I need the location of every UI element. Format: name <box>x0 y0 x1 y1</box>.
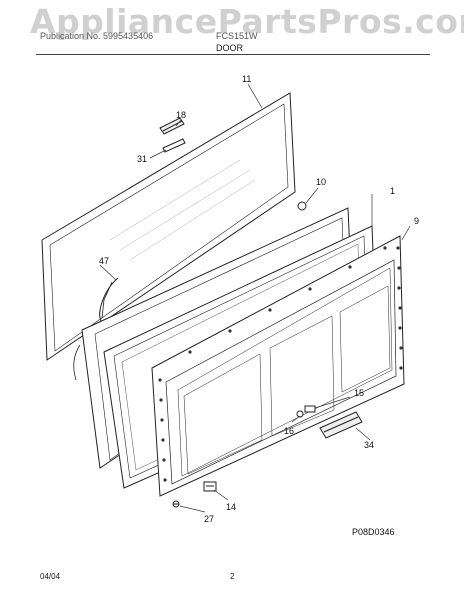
leader-lines <box>99 83 411 513</box>
part-31-gasket <box>162 138 186 153</box>
part-14-latch <box>203 481 217 492</box>
header-rule <box>36 54 430 55</box>
callout-34: 34 <box>364 440 374 450</box>
watermark: AppliancePartsPros.com <box>30 2 464 41</box>
callout-31: 31 <box>137 154 147 164</box>
part-27-screw <box>172 500 180 508</box>
callout-11: 11 <box>242 74 251 84</box>
callout-10: 10 <box>316 177 326 187</box>
callout-47: 47 <box>99 256 109 266</box>
footer-date: 04/04 <box>40 572 61 581</box>
part-10-knob <box>297 201 307 211</box>
model-number: FCS151W <box>216 31 258 41</box>
callout-27: 27 <box>204 514 214 524</box>
section-title: DOOR <box>216 43 243 53</box>
callout-18: 18 <box>176 110 186 120</box>
callout-labels: 11 18 31 10 1 9 47 15 16 34 14 27 <box>99 74 419 524</box>
callout-14: 14 <box>226 502 236 512</box>
footer-page-number: 2 <box>230 572 235 581</box>
part-15-16-switch <box>296 405 316 418</box>
part-9-inner-liner <box>151 235 405 497</box>
drawing-code: P08D0346 <box>352 527 395 537</box>
part-34-cover <box>319 411 363 439</box>
callout-16: 16 <box>284 426 294 436</box>
callout-15: 15 <box>354 388 364 398</box>
callout-9: 9 <box>414 216 419 226</box>
publication-number: Publication No. 5995435406 <box>40 31 154 41</box>
callout-1: 1 <box>390 186 395 196</box>
